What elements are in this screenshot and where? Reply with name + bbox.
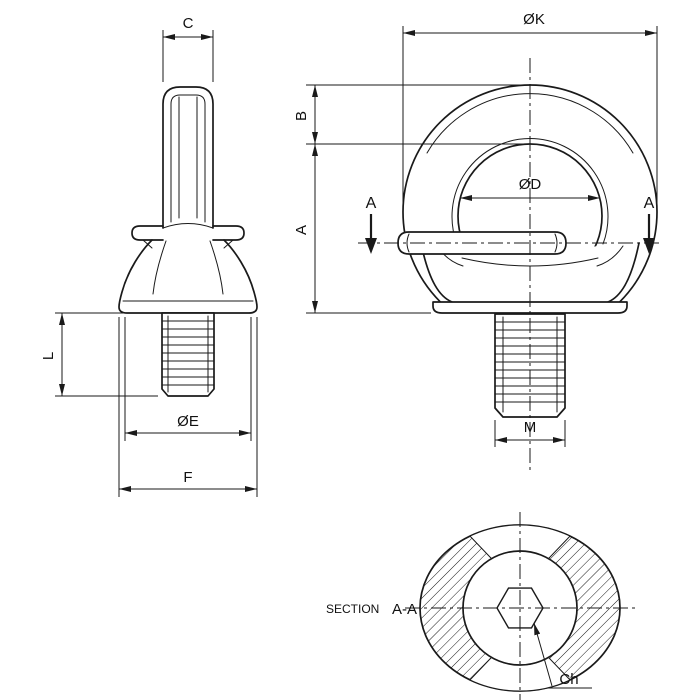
section-caption-name: A-A [392, 601, 417, 618]
dim-a-label: A [293, 225, 310, 235]
dim-k: ØK [402, 11, 658, 205]
dim-f-label: F [183, 469, 192, 486]
pivot-bar-end-caps [406, 233, 558, 253]
dim-f: F [118, 317, 258, 497]
dim-l-label: L [40, 352, 57, 360]
bail-outline [162, 86, 214, 229]
side-view: C L ØE F [40, 15, 258, 497]
dim-ch: Ch [533, 622, 592, 689]
dim-c-label: C [183, 15, 194, 32]
body-detail-lines [122, 240, 254, 302]
section-cut-indicator: A A [358, 195, 662, 254]
dim-l-extension-lines [55, 312, 158, 397]
dim-c: C [162, 15, 214, 82]
dim-d-label: ØD [519, 176, 542, 193]
base-flange-front [432, 301, 628, 314]
cut-label-left: A [366, 195, 377, 212]
dim-b-label: B [293, 111, 310, 121]
left-tab [131, 225, 164, 241]
cut-label-right: A [644, 195, 655, 212]
dim-ba-extension-lines [306, 84, 524, 314]
dim-ch-label: Ch [559, 671, 578, 688]
body-outline [118, 239, 258, 314]
dim-c-extension-lines [162, 30, 214, 82]
section-caption: SECTION A-A [326, 601, 417, 618]
dim-e: ØE [124, 317, 252, 441]
dim-k-label: ØK [523, 11, 545, 28]
cut-arrow-left-head [365, 238, 377, 254]
section-caption-prefix: SECTION [326, 602, 379, 616]
stud-front-thread-roots [502, 316, 558, 413]
section-centerlines [405, 512, 635, 700]
dim-ch-leader [533, 622, 553, 687]
tab-underside-lines [142, 239, 234, 249]
front-view: A A ØK ØD B A M [293, 11, 662, 470]
stud-thread-lines [161, 320, 215, 386]
stud-side [161, 312, 215, 397]
section-hatch-annulus [420, 525, 620, 691]
dim-e-extension-lines [124, 317, 252, 441]
dim-b-a: B A [293, 84, 524, 314]
dim-k-extension-lines [402, 26, 658, 205]
bail-base-curve [162, 223, 214, 229]
dim-e-label: ØE [177, 413, 199, 430]
right-tab [212, 225, 245, 241]
dim-f-extension-lines [118, 317, 258, 497]
bail-inner-lines [170, 94, 206, 223]
cut-arrow-right-head [643, 238, 655, 254]
section-view: Ch SECTION A-A [326, 512, 635, 700]
dim-l: L [40, 312, 158, 397]
